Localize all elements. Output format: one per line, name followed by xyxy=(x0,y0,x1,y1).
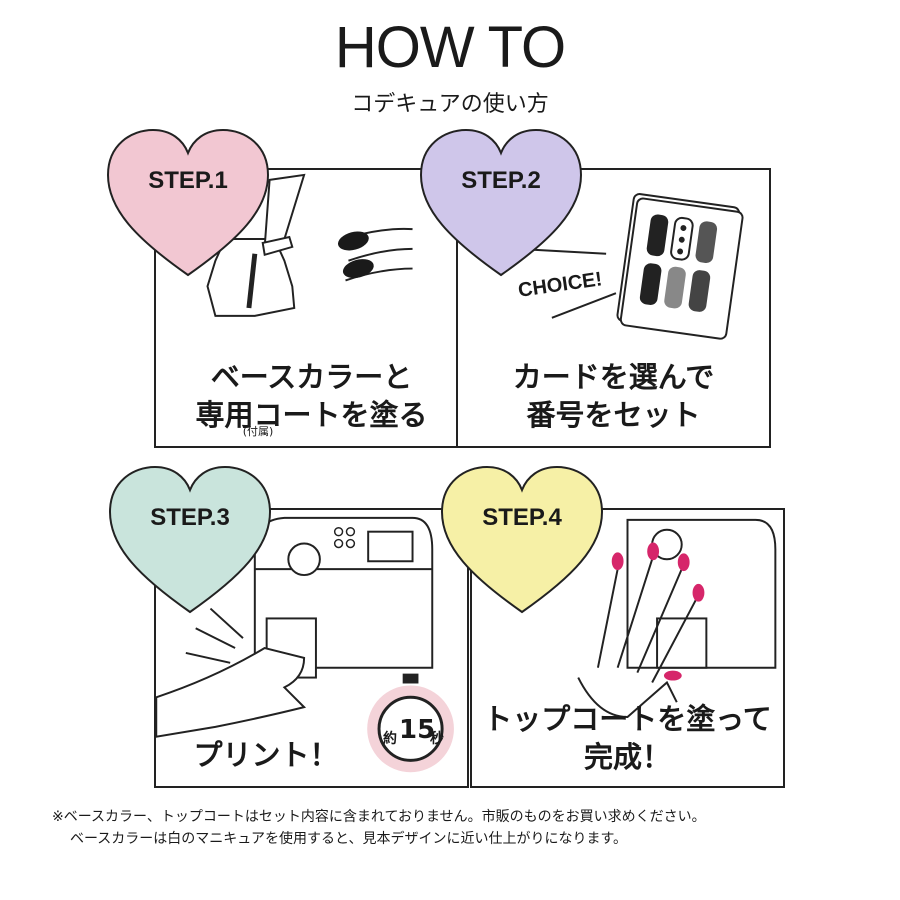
timer-value: 15 xyxy=(399,715,436,745)
step-1-panel: ベースカラーと 専用コートを塗る (付属) xyxy=(154,168,469,448)
footnote: ※ベースカラー、トップコートはセット内容に含まれておりません。市販のものをお買い… xyxy=(52,806,706,850)
page-subtitle: コデキュアの使い方 xyxy=(351,92,549,117)
step-2-caption-line1: カードを選んで xyxy=(512,360,715,394)
step-2-label: STEP.2 xyxy=(461,167,541,194)
base-coat-illustration xyxy=(206,173,413,317)
step-1-caption-line1: ベースカラーと xyxy=(210,360,413,394)
step-1-heart-badge: STEP.1 xyxy=(103,125,273,285)
timer-prefix: 約 xyxy=(383,731,397,747)
step-1-caption-line2: 専用コートを塗る xyxy=(195,398,428,432)
step-3-heart-badge: STEP.3 xyxy=(105,462,275,622)
timer-unit: 秒 xyxy=(430,731,444,747)
step-3-label: STEP.3 xyxy=(150,504,230,531)
step-4-heart-badge: STEP.4 xyxy=(437,462,607,622)
step-2-caption-line2: 番号をセット xyxy=(526,398,701,432)
step-3-panel: プリント！ 約 15 秒 xyxy=(154,508,469,788)
step-4-label: STEP.4 xyxy=(482,504,562,531)
step-3-caption-line1: プリント！ xyxy=(193,738,339,772)
card-illustration xyxy=(517,193,744,340)
step-4-caption-line1: トップコートを塗って xyxy=(483,702,772,736)
step-2-heart-badge: STEP.2 xyxy=(416,125,586,285)
hand-nails-illustration xyxy=(577,518,777,718)
footnote-line-1: ※ベースカラー、トップコートはセット内容に含まれておりません。市販のものをお買い… xyxy=(52,809,706,825)
printer-illustration xyxy=(156,516,454,773)
step-1-caption-note: (付属) xyxy=(242,425,274,438)
page-title: HOW TO xyxy=(334,15,566,80)
footnote-line-2: ベースカラーは白のマニキュアを使用すると、見本デザインに近い仕上がりになります。 xyxy=(70,831,628,847)
step-4-caption-line2: 完成！ xyxy=(583,740,671,774)
step-1-label: STEP.1 xyxy=(148,167,228,194)
